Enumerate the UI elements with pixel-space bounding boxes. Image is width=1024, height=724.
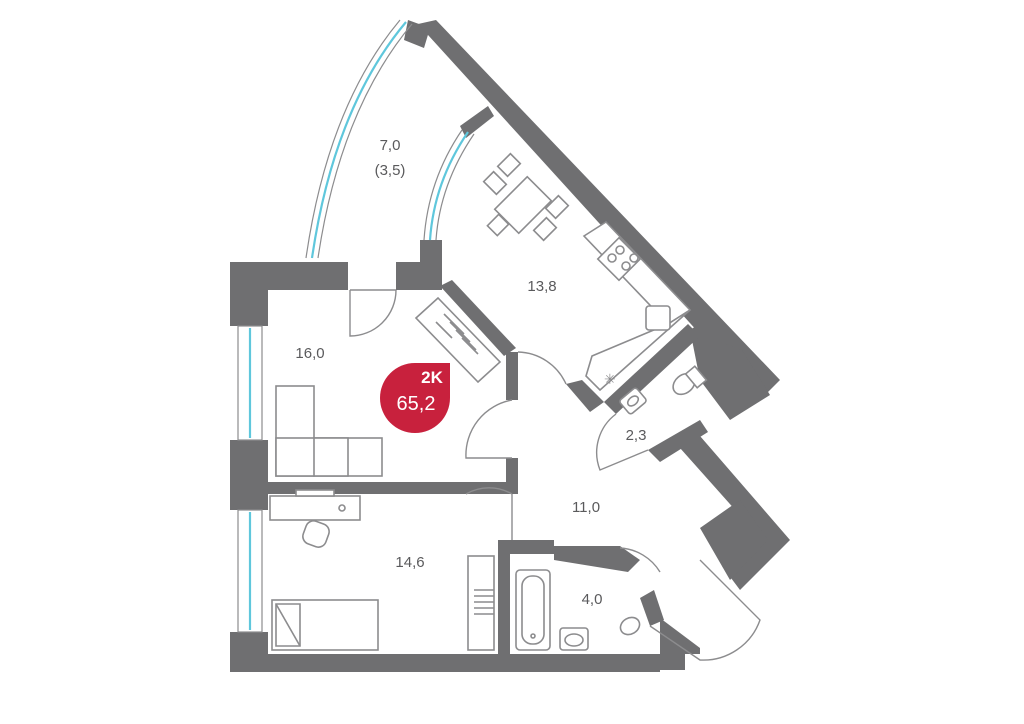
balcony-area: 7,0 bbox=[380, 137, 401, 154]
wc-area: 2,3 bbox=[626, 427, 647, 444]
apartment-total-area: 65,2 bbox=[397, 393, 436, 415]
hallway-area: 11,0 bbox=[572, 499, 600, 516]
bathroom-area: 4,0 bbox=[582, 591, 603, 608]
sofa bbox=[275, 385, 383, 477]
apartment-type: 2K bbox=[421, 368, 443, 387]
sink-icon bbox=[559, 627, 589, 651]
toilet-icon bbox=[619, 616, 641, 636]
living-room-area: 16,0 bbox=[295, 345, 324, 362]
furniture: ✳ bbox=[269, 152, 708, 651]
wc-toilet-icon bbox=[672, 365, 708, 396]
fridge-icon: ✳ bbox=[604, 372, 616, 388]
kitchen-area: 13,8 bbox=[527, 278, 556, 295]
hob-icon bbox=[596, 236, 642, 282]
bed bbox=[271, 599, 379, 651]
badge-shape bbox=[380, 363, 450, 433]
doors bbox=[349, 289, 761, 661]
bedroom-area: 14,6 bbox=[395, 554, 424, 571]
chair bbox=[302, 520, 330, 548]
room-labels: 7,0 (3,5) 13,8 16,0 14,6 11,0 2,3 4,0 bbox=[295, 137, 646, 608]
walls bbox=[230, 20, 790, 672]
bathtub-icon bbox=[515, 569, 551, 651]
windows bbox=[237, 19, 475, 633]
balcony-reduced-area: (3,5) bbox=[375, 162, 406, 179]
wc-sink-icon bbox=[619, 387, 647, 415]
apartment-badge: 2K 65,2 bbox=[380, 363, 450, 433]
